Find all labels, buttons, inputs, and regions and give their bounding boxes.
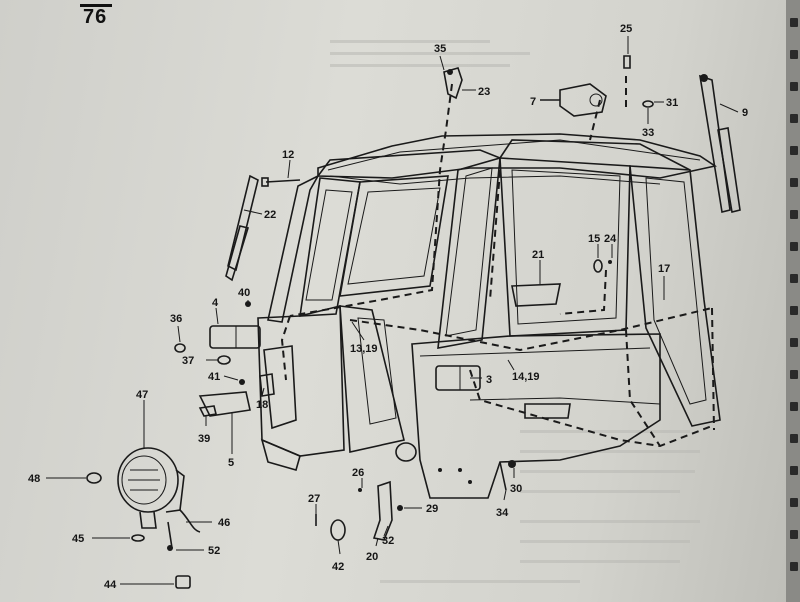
callout-labels: 35 25 23 7 31 33 9 12 22 15 24 21 17 4 4… [28,23,748,591]
part-plate-5 [198,373,275,417]
part-tail-lamp [209,325,261,349]
callout-26: 26 [352,467,364,479]
callout-15: 15 [588,233,600,245]
binding-hole [790,562,798,571]
callout-39: 39 [198,433,210,445]
cab-lower-body [257,304,661,499]
binding-hole [790,370,798,379]
callout-23: 23 [478,86,490,98]
callout-41: 41 [208,371,220,383]
callout-22: 22 [264,209,276,221]
callout-20: 20 [366,551,378,563]
page-number-rule [80,4,112,7]
callout-7: 7 [530,96,536,108]
callout-30: 30 [510,483,522,495]
binding-hole [790,498,798,507]
part-fuse-44 [175,575,191,589]
part-30 [499,460,516,491]
callout-52: 52 [208,545,220,557]
part-nut-31 [642,100,654,108]
callout-27: 27 [308,493,320,505]
binding-hole [790,82,798,91]
leader-lines [46,36,739,585]
part-52 [167,545,173,551]
callout-44: 44 [104,579,117,591]
callout-45: 45 [72,533,84,545]
part-screw-25 [623,55,631,69]
part-washer-45 [131,534,145,542]
binding-hole [790,178,798,187]
part-panel-21 [511,283,561,307]
callout-36: 36 [170,313,182,325]
binding-hole [790,242,798,251]
binding-hole [790,50,798,59]
callout-32: 32 [382,535,394,547]
callout-29: 29 [426,503,438,515]
callout-46: 46 [218,517,230,529]
callout-3: 3 [486,374,492,386]
binding-hole [790,114,798,123]
part-bolt-12 [261,177,301,187]
callout-18: 18 [256,399,268,411]
binding-hole [790,146,798,155]
page-number: 76 [83,6,108,28]
callout-17: 17 [658,263,670,275]
callout-4: 4 [212,297,219,309]
binding-hole [790,306,798,315]
part-roof-lamp [443,67,463,100]
callout-47: 47 [136,389,148,401]
cab-frame [267,139,721,427]
callout-5: 5 [228,457,234,469]
part-clip-39 [198,405,217,417]
callout-34: 34 [496,507,509,519]
callout-24: 24 [604,233,617,245]
binding-hole [790,530,798,539]
callout-14-19: 14,19 [512,371,540,383]
show-through-text [330,40,700,583]
callout-12: 12 [282,149,294,161]
part-work-lamp [117,447,201,549]
callout-9: 9 [742,107,748,119]
binding-hole [790,434,798,443]
binding-edge [786,0,800,602]
callout-40: 40 [238,287,250,299]
binding-hole [790,466,798,475]
callout-13-19: 13,19 [350,343,378,355]
callout-21: 21 [532,249,544,261]
binding-hole [790,210,798,219]
callout-42: 42 [332,561,344,573]
part-bulb-48 [86,472,102,484]
part-42 [330,519,346,541]
callout-37: 37 [182,355,194,367]
part-bulb-36 [174,343,186,353]
part-bracket-20 [358,480,403,541]
binding-hole [790,274,798,283]
callout-31: 31 [666,97,678,109]
callout-25: 25 [620,23,632,35]
callout-48: 48 [28,473,40,485]
wiring-harness [280,76,715,448]
callout-33: 33 [642,127,654,139]
part-wiper-right [698,74,741,213]
binding-hole [790,338,798,347]
binding-hole [790,402,798,411]
binding-hole [790,18,798,27]
callout-35: 35 [434,43,446,55]
part-bulb-37 [217,355,231,365]
part-wiper-left [225,174,259,282]
part-switch-15 [593,259,612,273]
